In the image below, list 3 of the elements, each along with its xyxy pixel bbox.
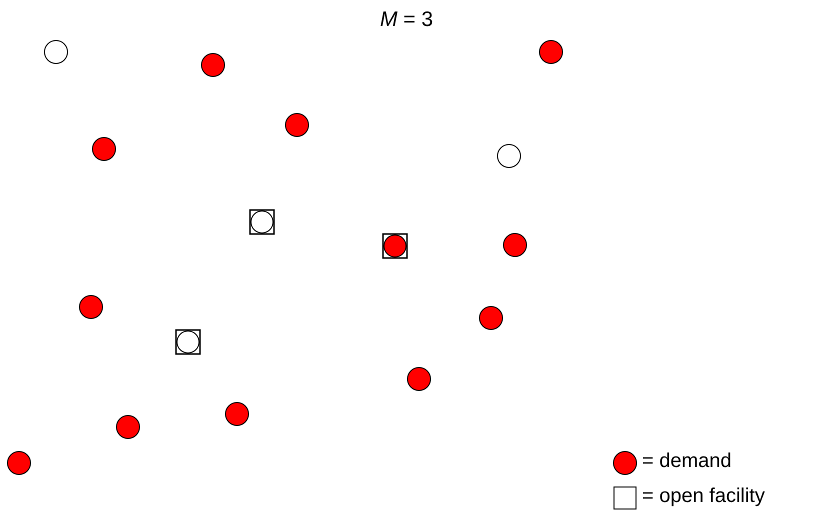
title: M = 3 [378,8,434,32]
legend-label: = demand [642,450,732,473]
legend-label: = open facility [642,485,765,508]
